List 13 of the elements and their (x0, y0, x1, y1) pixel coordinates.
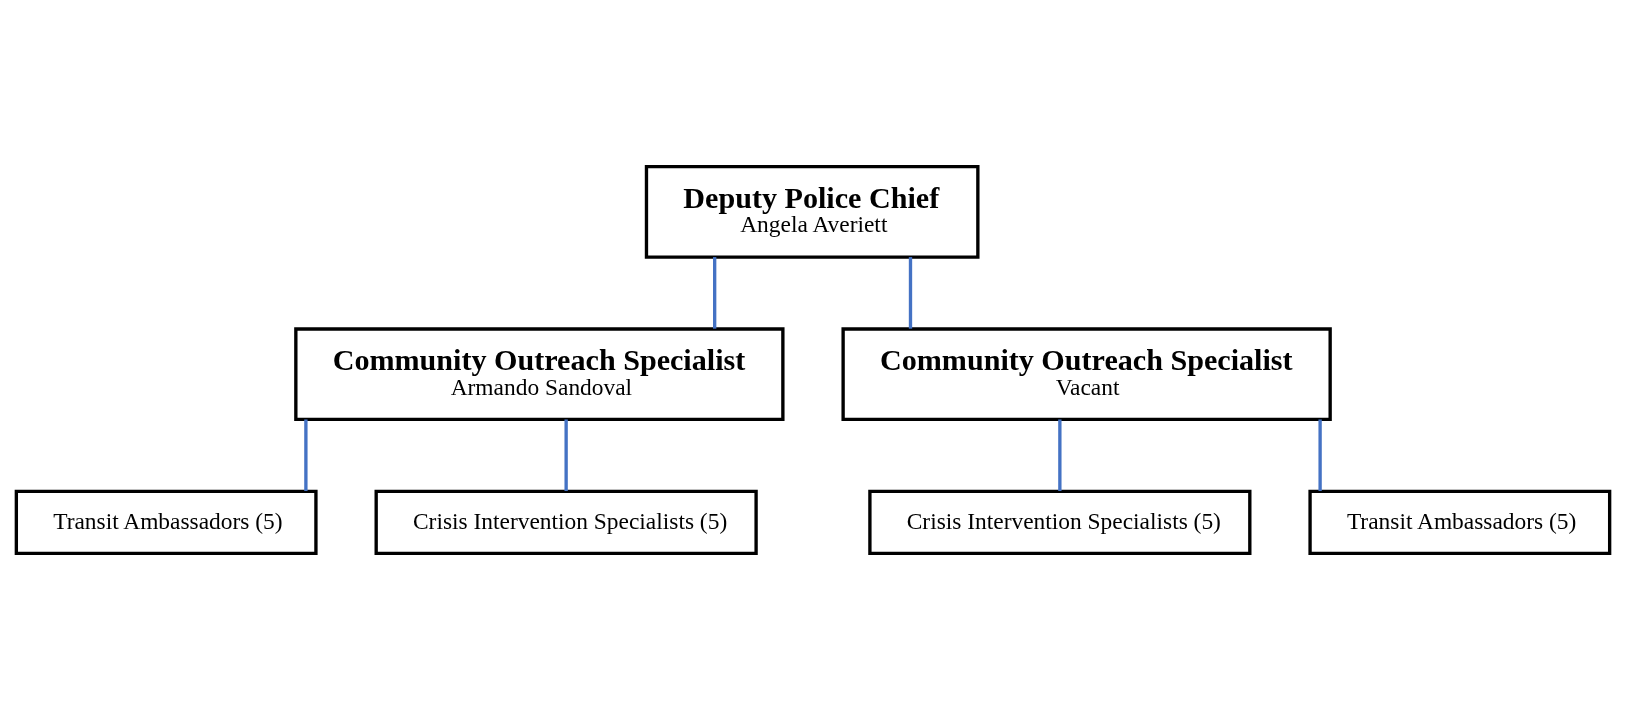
connector (304, 418, 308, 491)
connector (713, 256, 717, 329)
node-box: Transit Ambassadors (5) (14, 489, 318, 555)
connector (564, 418, 568, 491)
node-box: Community Outreach Specialist Vacant (841, 326, 1332, 421)
node-box: Community Outreach Specialist Armando Sandoval (294, 326, 785, 421)
node-box: Crisis Intervention Specialists (5) (868, 489, 1252, 555)
node-box: Deputy Police Chief Angela Averiett (644, 164, 980, 259)
connector (908, 256, 913, 329)
connector (1318, 418, 1322, 491)
connector (1058, 418, 1062, 491)
node-box: Crisis Intervention Specialists (5) (374, 489, 758, 555)
node-box: Transit Ambassadors (5) (1308, 489, 1612, 555)
